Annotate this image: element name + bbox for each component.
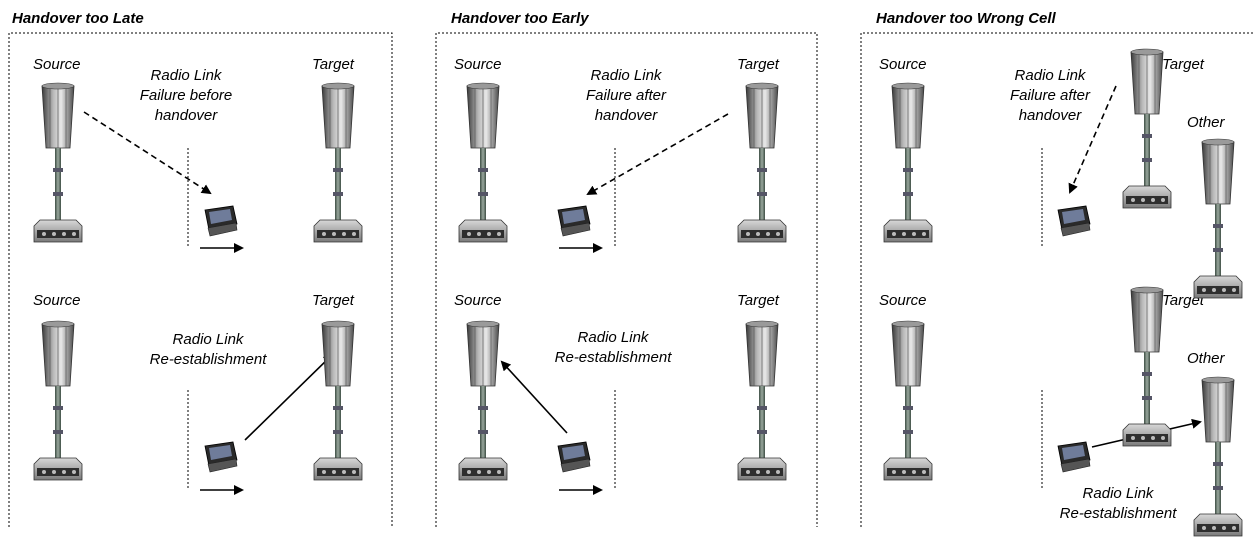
reestablish-caption: Radio Link Re-establishment xyxy=(130,330,286,370)
other-label: Other xyxy=(1187,350,1225,367)
panel-frame-wrong-cell xyxy=(860,32,1254,527)
caption-line: Failure before xyxy=(139,87,233,104)
panel-title-late: Handover too Late xyxy=(12,10,144,27)
caption-line: Radio Link xyxy=(577,329,649,346)
caption-line: Radio Link xyxy=(172,331,244,348)
base-station-icon xyxy=(26,80,90,260)
target-label: Target xyxy=(1162,56,1204,73)
caption-line: handover xyxy=(1018,107,1082,124)
source-label: Source xyxy=(454,292,502,309)
panel-title-early: Handover too Early xyxy=(451,10,589,27)
base-station-icon xyxy=(1115,284,1179,464)
caption-line: Radio Link xyxy=(1014,67,1086,84)
base-station-icon xyxy=(26,318,90,498)
source-label: Source xyxy=(454,56,502,73)
rlf-arrow xyxy=(83,111,212,195)
target-label: Target xyxy=(312,292,354,309)
caption-line: Radio Link xyxy=(150,67,222,84)
target-label: Target xyxy=(1162,292,1204,309)
rlf-arrow xyxy=(586,113,729,195)
base-station-icon xyxy=(451,80,515,260)
caption-line: Re-establishment xyxy=(149,351,267,368)
base-station-icon xyxy=(451,318,515,498)
caption-line: Failure after xyxy=(1009,87,1091,104)
target-label: Target xyxy=(312,56,354,73)
reestablish-arrow xyxy=(244,353,334,441)
target-label: Target xyxy=(737,56,779,73)
target-label: Target xyxy=(737,292,779,309)
caption-line: Radio Link xyxy=(1082,485,1154,502)
rlf-caption: Radio Link Failure before handover xyxy=(120,66,252,126)
panel-title-wrong-cell: Handover too Wrong Cell xyxy=(876,10,1056,27)
rlf-caption: Radio Link Failure after handover xyxy=(990,66,1110,126)
mobile-phone-icon xyxy=(203,440,239,474)
base-station-icon xyxy=(306,80,370,260)
caption-line: handover xyxy=(154,107,218,124)
mobile-phone-icon xyxy=(203,204,239,238)
mobile-phone-icon xyxy=(556,204,592,238)
base-station-icon xyxy=(730,318,794,498)
mobile-phone-icon xyxy=(1056,440,1092,474)
reestablish-caption: Radio Link Re-establishment xyxy=(1040,484,1196,524)
mobile-phone-icon xyxy=(556,440,592,474)
source-label: Source xyxy=(879,292,927,309)
rlf-caption: Radio Link Failure after handover xyxy=(566,66,686,126)
source-label: Source xyxy=(33,292,81,309)
base-station-icon xyxy=(876,80,940,260)
source-label: Source xyxy=(879,56,927,73)
source-label: Source xyxy=(33,56,81,73)
caption-line: Radio Link xyxy=(590,67,662,84)
base-station-icon xyxy=(1186,136,1250,316)
base-station-icon xyxy=(306,318,370,498)
caption-line: Failure after xyxy=(585,87,667,104)
mobile-phone-icon xyxy=(1056,204,1092,238)
reestablish-caption: Radio Link Re-establishment xyxy=(535,328,691,368)
diagram-lines xyxy=(8,32,1254,527)
base-station-icon xyxy=(1115,46,1179,226)
base-station-icon xyxy=(876,318,940,498)
other-label: Other xyxy=(1187,114,1225,131)
caption-line: handover xyxy=(594,107,658,124)
caption-line: Re-establishment xyxy=(554,349,672,366)
base-station-icon xyxy=(730,80,794,260)
panel-frame-early xyxy=(435,32,818,527)
caption-line: Re-establishment xyxy=(1059,505,1177,522)
base-station-icon xyxy=(1186,374,1250,554)
reestablish-arrow xyxy=(500,360,568,434)
panel-frame-late xyxy=(8,32,393,527)
